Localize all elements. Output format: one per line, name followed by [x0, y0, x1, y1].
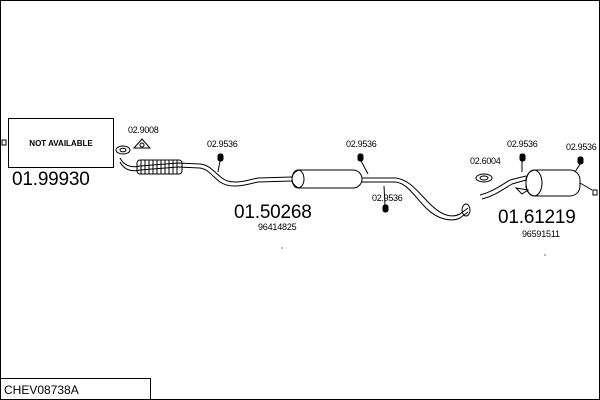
hanger-rubber-icon: [217, 153, 584, 213]
accessory-code-hanger: 02.9536: [372, 193, 403, 203]
oem-number-middle: 96414825: [258, 222, 297, 232]
hanger-links: [217, 160, 581, 206]
intermediate-pipe: [362, 177, 469, 217]
part-number-front: 01.99930: [12, 169, 90, 190]
accessory-code-hanger: 02.9536: [207, 139, 238, 149]
dot-mark: [281, 247, 283, 249]
clamp-icon: [132, 138, 152, 149]
front-pipe-inner: [119, 161, 293, 187]
not-available-text: NOT AVAILABLE: [29, 138, 93, 148]
part-number-middle: 01.50268: [234, 202, 312, 223]
accessory-code-hanger: 02.9536: [566, 142, 597, 152]
front-pipe: [119, 157, 293, 183]
not-available-box: NOT AVAILABLE: [8, 118, 114, 168]
middle-silencer: [291, 169, 363, 189]
part-number-rear: 01.61219: [498, 207, 576, 228]
flex-pipe: [136, 159, 183, 175]
intermediate-pipe-inner: [362, 181, 469, 221]
accessory-code-hanger: 02.9536: [346, 139, 377, 149]
rear-joint-gasket-icon: [461, 203, 471, 217]
accessory-code-gasket: 02.6004: [470, 156, 501, 166]
assembly-code-box: CHEV08738A: [0, 378, 151, 399]
oem-number-rear: 96591511: [522, 229, 560, 239]
accessory-code-clamp: 02.9008: [128, 125, 159, 135]
edge-marker-left: [1, 139, 7, 146]
gasket-icon: [475, 173, 493, 183]
front-gasket-icon: [115, 145, 131, 155]
edge-marker-right: [592, 189, 598, 196]
rear-silencer: [479, 169, 593, 200]
assembly-code: CHEV08738A: [4, 383, 79, 397]
dot-mark: [544, 254, 546, 256]
accessory-code-hanger: 02.9536: [507, 139, 538, 149]
